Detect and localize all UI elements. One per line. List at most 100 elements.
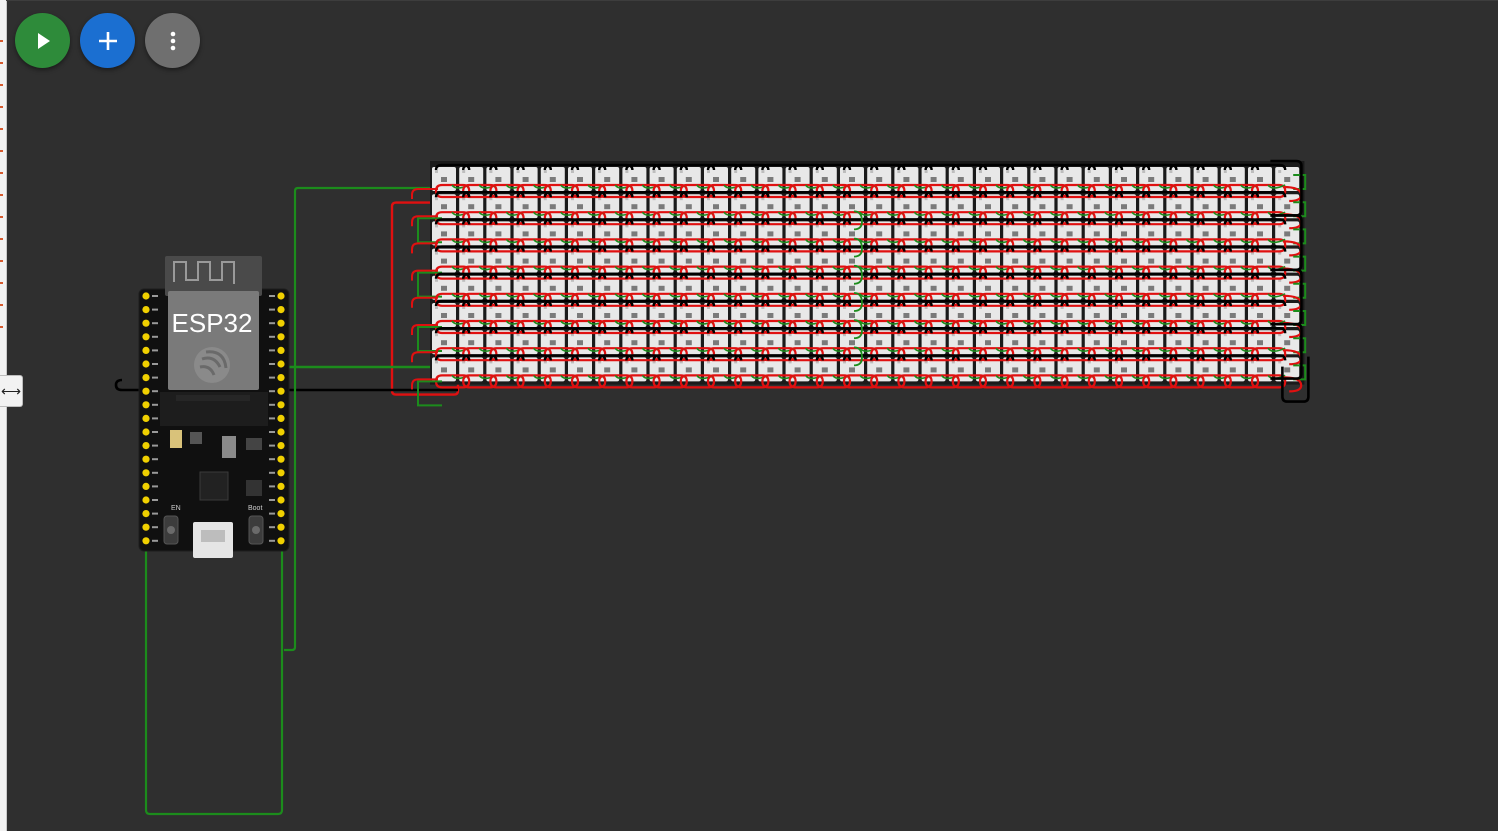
pin-header-right[interactable] [277,469,285,477]
ground-wire[interactable] [788,354,824,361]
ground-wire[interactable] [570,354,607,361]
pin-header-right[interactable] [277,414,285,422]
ground-wire[interactable] [516,218,552,225]
ground-wire[interactable] [734,245,770,252]
data-out-wire[interactable] [284,186,442,652]
ground-wire[interactable] [1087,354,1124,361]
ground-wire[interactable] [462,191,498,198]
ground-wire[interactable] [543,191,580,198]
data-wire[interactable] [1267,293,1286,298]
ground-wire[interactable] [815,299,852,307]
pin-header-left[interactable] [142,442,150,450]
ground-wire[interactable] [1087,245,1124,252]
ground-wire[interactable] [489,163,525,171]
ground-wire[interactable] [1033,245,1069,252]
data-wire[interactable] [1267,347,1286,352]
ground-wire[interactable] [679,191,716,198]
ground-wire[interactable] [598,272,634,279]
power-wire[interactable] [543,374,580,389]
ground-wire[interactable] [434,272,471,279]
pin-header-right[interactable] [277,333,285,341]
pin-header-left[interactable] [142,482,150,490]
ground-wire[interactable] [1223,354,1260,361]
power-wire[interactable] [489,238,525,253]
ground-wire[interactable] [516,272,552,279]
power-wire[interactable] [679,238,716,253]
data-wire-bridge[interactable] [853,346,863,367]
ground-wire[interactable] [1033,299,1069,307]
power-wire[interactable] [652,238,688,253]
ground-wire[interactable] [761,327,797,334]
ground-wire[interactable] [625,272,661,279]
ground-wire[interactable] [1114,191,1151,198]
power-wire[interactable] [734,238,770,253]
ground-wire[interactable] [1196,354,1232,361]
data-wire-return[interactable] [417,271,442,298]
ground-wire[interactable] [434,191,471,198]
ground-wire[interactable] [1169,218,1205,225]
power-wire[interactable] [1087,374,1124,389]
ground-wire[interactable] [897,245,933,252]
ground-wire[interactable] [706,191,743,198]
pin-header-right[interactable] [277,509,285,518]
power-wire[interactable] [978,374,1015,389]
data-wire-return[interactable] [417,380,442,407]
ground-wire[interactable] [815,245,852,252]
power-wire[interactable] [1196,374,1232,389]
power-wire[interactable] [978,238,1015,253]
ground-wire[interactable] [761,354,797,361]
power-bus-wire[interactable] [390,201,460,396]
ground-wire[interactable] [978,191,1015,198]
power-wire[interactable] [815,374,852,389]
power-wire[interactable] [870,374,906,389]
ground-wire[interactable] [516,163,552,171]
data-wire-return[interactable] [1293,337,1307,354]
power-wire-return[interactable] [411,351,438,363]
ground-wire[interactable] [652,191,688,198]
pin-header-left[interactable] [142,292,150,300]
ground-wire[interactable] [842,245,879,252]
ground-wire[interactable] [978,272,1015,279]
ground-wire[interactable] [788,245,824,252]
ground-wire[interactable] [462,245,498,252]
power-wire[interactable] [434,374,471,389]
run-simulation-button[interactable] [15,13,70,68]
ground-wire[interactable] [1196,272,1232,279]
ground-wire[interactable] [489,354,525,361]
power-wire[interactable] [1006,238,1042,253]
ground-wire[interactable] [1006,245,1042,252]
pin-header-right[interactable] [277,537,285,545]
ground-wire[interactable] [625,163,661,171]
ground-wire[interactable] [761,163,797,171]
ground-wire[interactable] [761,272,797,279]
ground-wire[interactable] [489,245,525,252]
ground-wire[interactable] [734,272,770,279]
ground-wire[interactable] [978,218,1015,225]
ground-wire[interactable] [706,272,743,279]
ground-wire[interactable] [1250,327,1287,334]
power-wire[interactable] [1250,211,1287,226]
ground-wire[interactable] [788,327,824,334]
ground-wire[interactable] [489,191,525,198]
ground-wire[interactable] [434,245,471,252]
power-wire-return[interactable] [411,215,438,227]
ground-wire[interactable] [625,299,661,307]
ground-wire[interactable] [1087,327,1124,334]
data-wire-bridge[interactable] [853,237,863,258]
ground-wire[interactable] [598,327,634,334]
ground-wire[interactable] [924,354,960,361]
ground-wire[interactable] [734,354,770,361]
power-wire[interactable] [951,238,988,253]
ground-wire[interactable] [842,191,879,198]
power-wire[interactable] [625,238,661,253]
ground-wire[interactable] [516,191,552,198]
pin-header-right[interactable] [277,387,285,395]
ground-wire[interactable] [951,354,988,361]
ground-wire[interactable] [815,218,852,225]
power-wire[interactable] [516,374,552,389]
power-wire[interactable] [761,374,797,389]
power-wire[interactable] [788,238,824,253]
ground-wire[interactable] [1142,163,1178,171]
pin-header-right[interactable] [277,496,285,504]
